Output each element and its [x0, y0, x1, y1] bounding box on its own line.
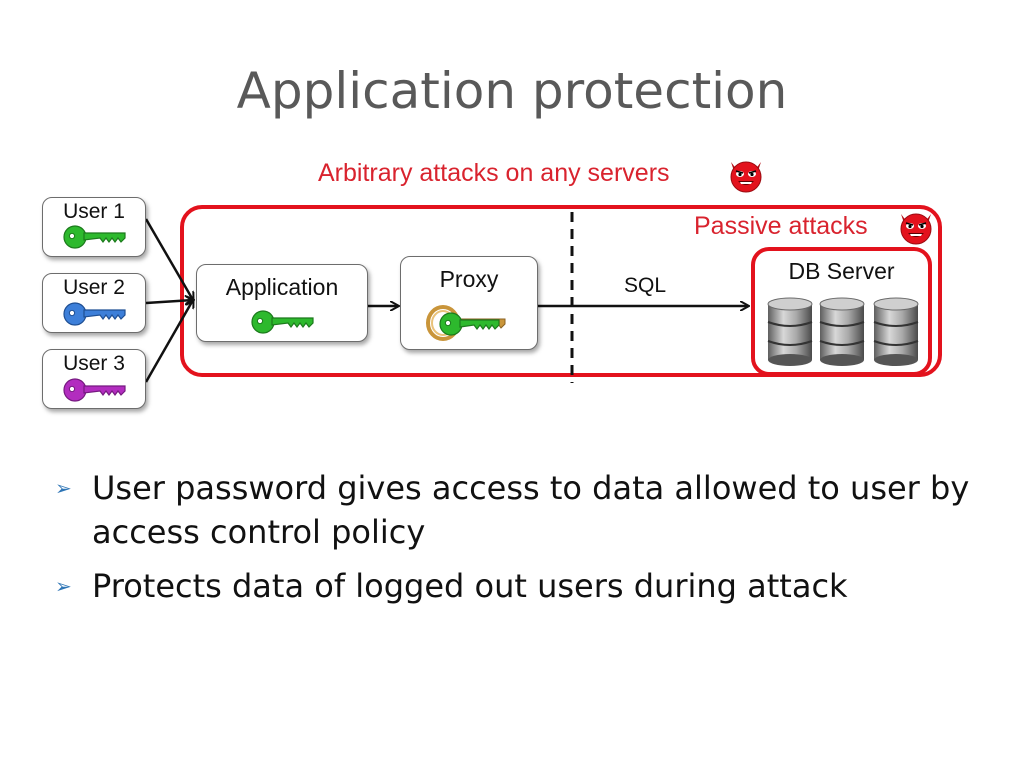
- bullet-item: ➢ Protects data of logged out users duri…: [55, 564, 995, 608]
- application-label: Application: [225, 274, 339, 300]
- proxy-node: Proxy: [400, 256, 538, 350]
- bullet-list: ➢ User password gives access to data all…: [55, 466, 995, 618]
- database-icon: [873, 297, 919, 366]
- passive-attacks-text: Passive attacks: [694, 212, 868, 240]
- slide-title: Application protection: [236, 62, 788, 120]
- arrow-bullet-icon: ➢: [55, 476, 72, 500]
- key-icon: [251, 310, 314, 334]
- keyring-icon: [426, 305, 506, 341]
- user-label: User 3: [63, 352, 125, 375]
- bullet-text: Protects data of logged out users during…: [92, 567, 848, 605]
- application-node: Application: [196, 264, 368, 342]
- bullet-item: ➢ User password gives access to data all…: [55, 466, 995, 554]
- devil-icon: [730, 161, 762, 193]
- database-icon: [767, 297, 813, 366]
- proxy-label: Proxy: [439, 266, 499, 292]
- user1-arrow: [144, 218, 193, 300]
- key-icon: [63, 378, 126, 402]
- key-icon: [63, 302, 126, 326]
- server-boundary: [180, 205, 942, 377]
- user2-arrow: [145, 300, 193, 303]
- user-label: User 2: [63, 276, 125, 299]
- arrow-bullet-icon: ➢: [55, 574, 72, 598]
- user-node-1: User 1: [42, 197, 146, 257]
- arbitrary-attacks-label: Arbitrary attacks on any servers: [318, 159, 670, 188]
- bullet-text: User password gives access to data allow…: [92, 469, 970, 551]
- arbitrary-attacks-text: Arbitrary attacks on any servers: [318, 159, 670, 187]
- user-label: User 1: [63, 200, 125, 223]
- passive-attacks-label: Passive attacks: [694, 212, 868, 241]
- key-icon: [63, 225, 126, 249]
- database-icon: [819, 297, 865, 366]
- user3-arrow: [144, 300, 193, 383]
- db-server-label: DB Server: [788, 258, 895, 284]
- user-node-3: User 3: [42, 349, 146, 409]
- sql-label: SQL: [624, 274, 667, 297]
- user-node-2: User 2: [42, 273, 146, 333]
